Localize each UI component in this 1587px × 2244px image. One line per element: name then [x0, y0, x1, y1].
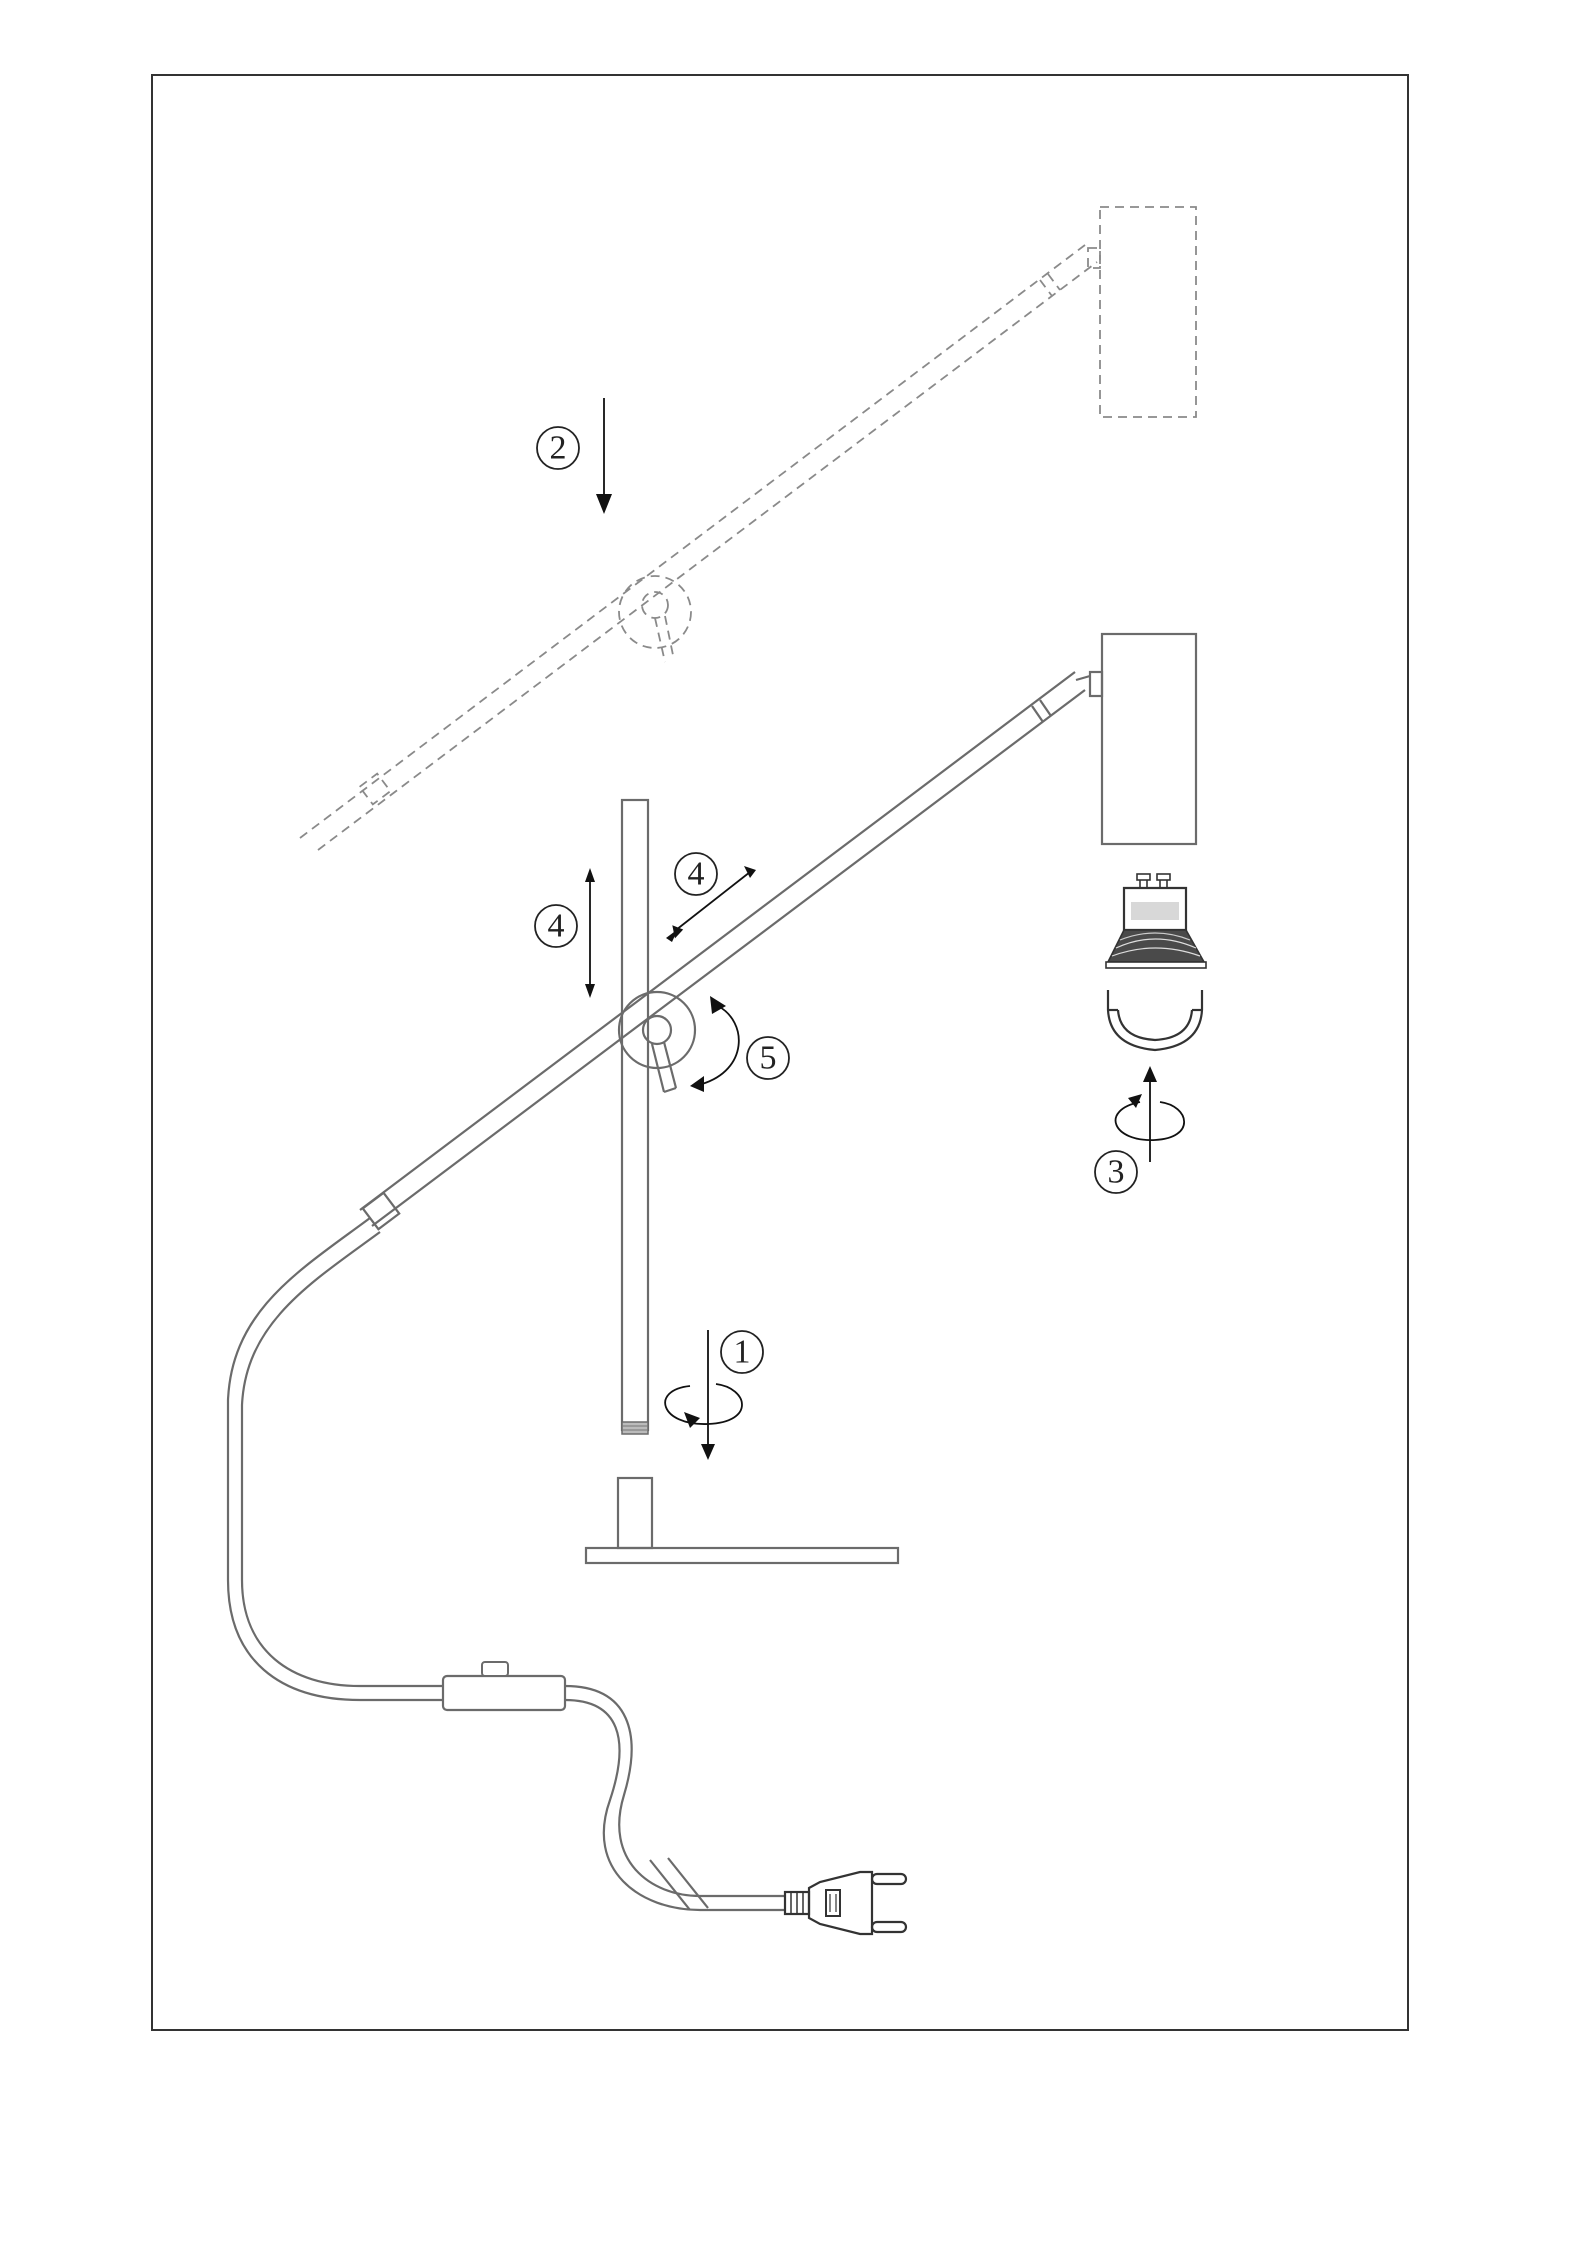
step-2-arrow — [596, 398, 612, 514]
step-number-2: 2 — [550, 430, 567, 467]
retaining-ring — [1108, 990, 1202, 1050]
lamp-base — [586, 1478, 898, 1563]
step-label-5: 5 — [747, 1037, 789, 1079]
dashed-arm-previous-position — [300, 245, 1097, 850]
step-number-3: 3 — [1108, 1154, 1125, 1191]
step-label-3: 3 — [1095, 1151, 1137, 1193]
power-plug — [785, 1872, 906, 1934]
lamp-head — [1076, 634, 1196, 844]
step-number-1: 1 — [734, 1334, 751, 1371]
step-number-5: 5 — [760, 1040, 777, 1077]
step-label-4-diagonal: 4 — [675, 853, 717, 895]
diagonal-arm — [360, 672, 1085, 1229]
step-number-4-diagonal: 4 — [688, 856, 705, 893]
stem-thread — [622, 1422, 648, 1434]
dashed-lamp-head — [1088, 207, 1196, 417]
step-3-rotation-arrow — [1116, 1066, 1185, 1162]
step-label-2: 2 — [537, 427, 579, 469]
step-4-vertical-arrow — [585, 868, 595, 998]
step-label-1: 1 — [721, 1331, 763, 1373]
step-number-4-vertical: 4 — [548, 908, 565, 945]
vertical-stem — [622, 800, 648, 1434]
gu10-bulb — [1106, 874, 1206, 968]
inline-switch — [443, 1662, 565, 1710]
step-5-rotation-arrow — [690, 996, 739, 1092]
step-label-4-vertical: 4 — [535, 905, 577, 947]
